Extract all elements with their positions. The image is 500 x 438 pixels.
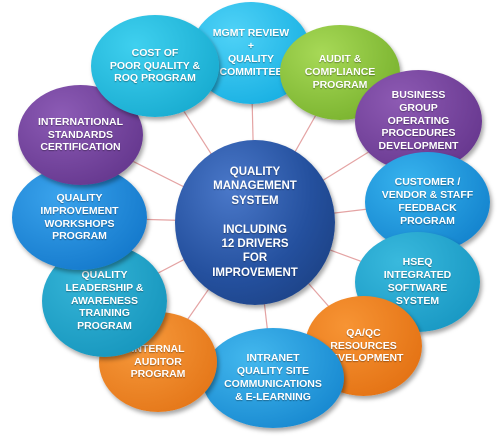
driver-mgmt-review-label: MGMT REVIEW + QUALITY COMMITTEE <box>212 27 290 78</box>
driver-improvement-workshops-label: QUALITY IMPROVEMENT WORKSHOPS PROGRAM <box>40 191 119 243</box>
driver-audit-compliance-label: AUDIT & COMPLIANCE PROGRAM <box>304 53 376 91</box>
driver-intranet-elearning-label: INTRANET QUALITY SITE COMMUNICATIONS & E… <box>224 352 322 403</box>
driver-internal-auditor-label: INTERNAL AUDITOR PROGRAM <box>130 342 186 381</box>
driver-operating-procedures: BUSINESS GROUP OPERATING PROCEDURES DEVE… <box>355 70 482 172</box>
driver-operating-procedures-label: BUSINESS GROUP OPERATING PROCEDURES DEVE… <box>378 89 459 153</box>
driver-cost-of-poor-quality: COST OF POOR QUALITY & ROQ PROGRAM <box>91 15 219 117</box>
center-hub: QUALITY MANAGEMENT SYSTEM INCLUDING 12 D… <box>175 140 335 305</box>
driver-leadership-training-label: QUALITY LEADERSHIP & AWARENESS TRAINING … <box>65 269 144 333</box>
driver-intranet-elearning: INTRANET QUALITY SITE COMMUNICATIONS & E… <box>202 328 344 428</box>
driver-cost-of-poor-quality-label: COST OF POOR QUALITY & ROQ PROGRAM <box>109 46 201 85</box>
driver-hseq-software-label: HSEQ INTEGRATED SOFTWARE SYSTEM <box>383 256 452 307</box>
driver-feedback-program-label: CUSTOMER / VENDOR & STAFF FEEDBACK PROGR… <box>381 176 474 227</box>
driver-standards-certification-label: INTERNATIONAL STANDARDS CERTIFICATION <box>38 115 123 154</box>
center-hub-label: QUALITY MANAGEMENT SYSTEM INCLUDING 12 D… <box>212 166 298 279</box>
driver-qaqc-resources-label: QA/QC RESOURCES DEVELOPMENT <box>323 326 404 365</box>
